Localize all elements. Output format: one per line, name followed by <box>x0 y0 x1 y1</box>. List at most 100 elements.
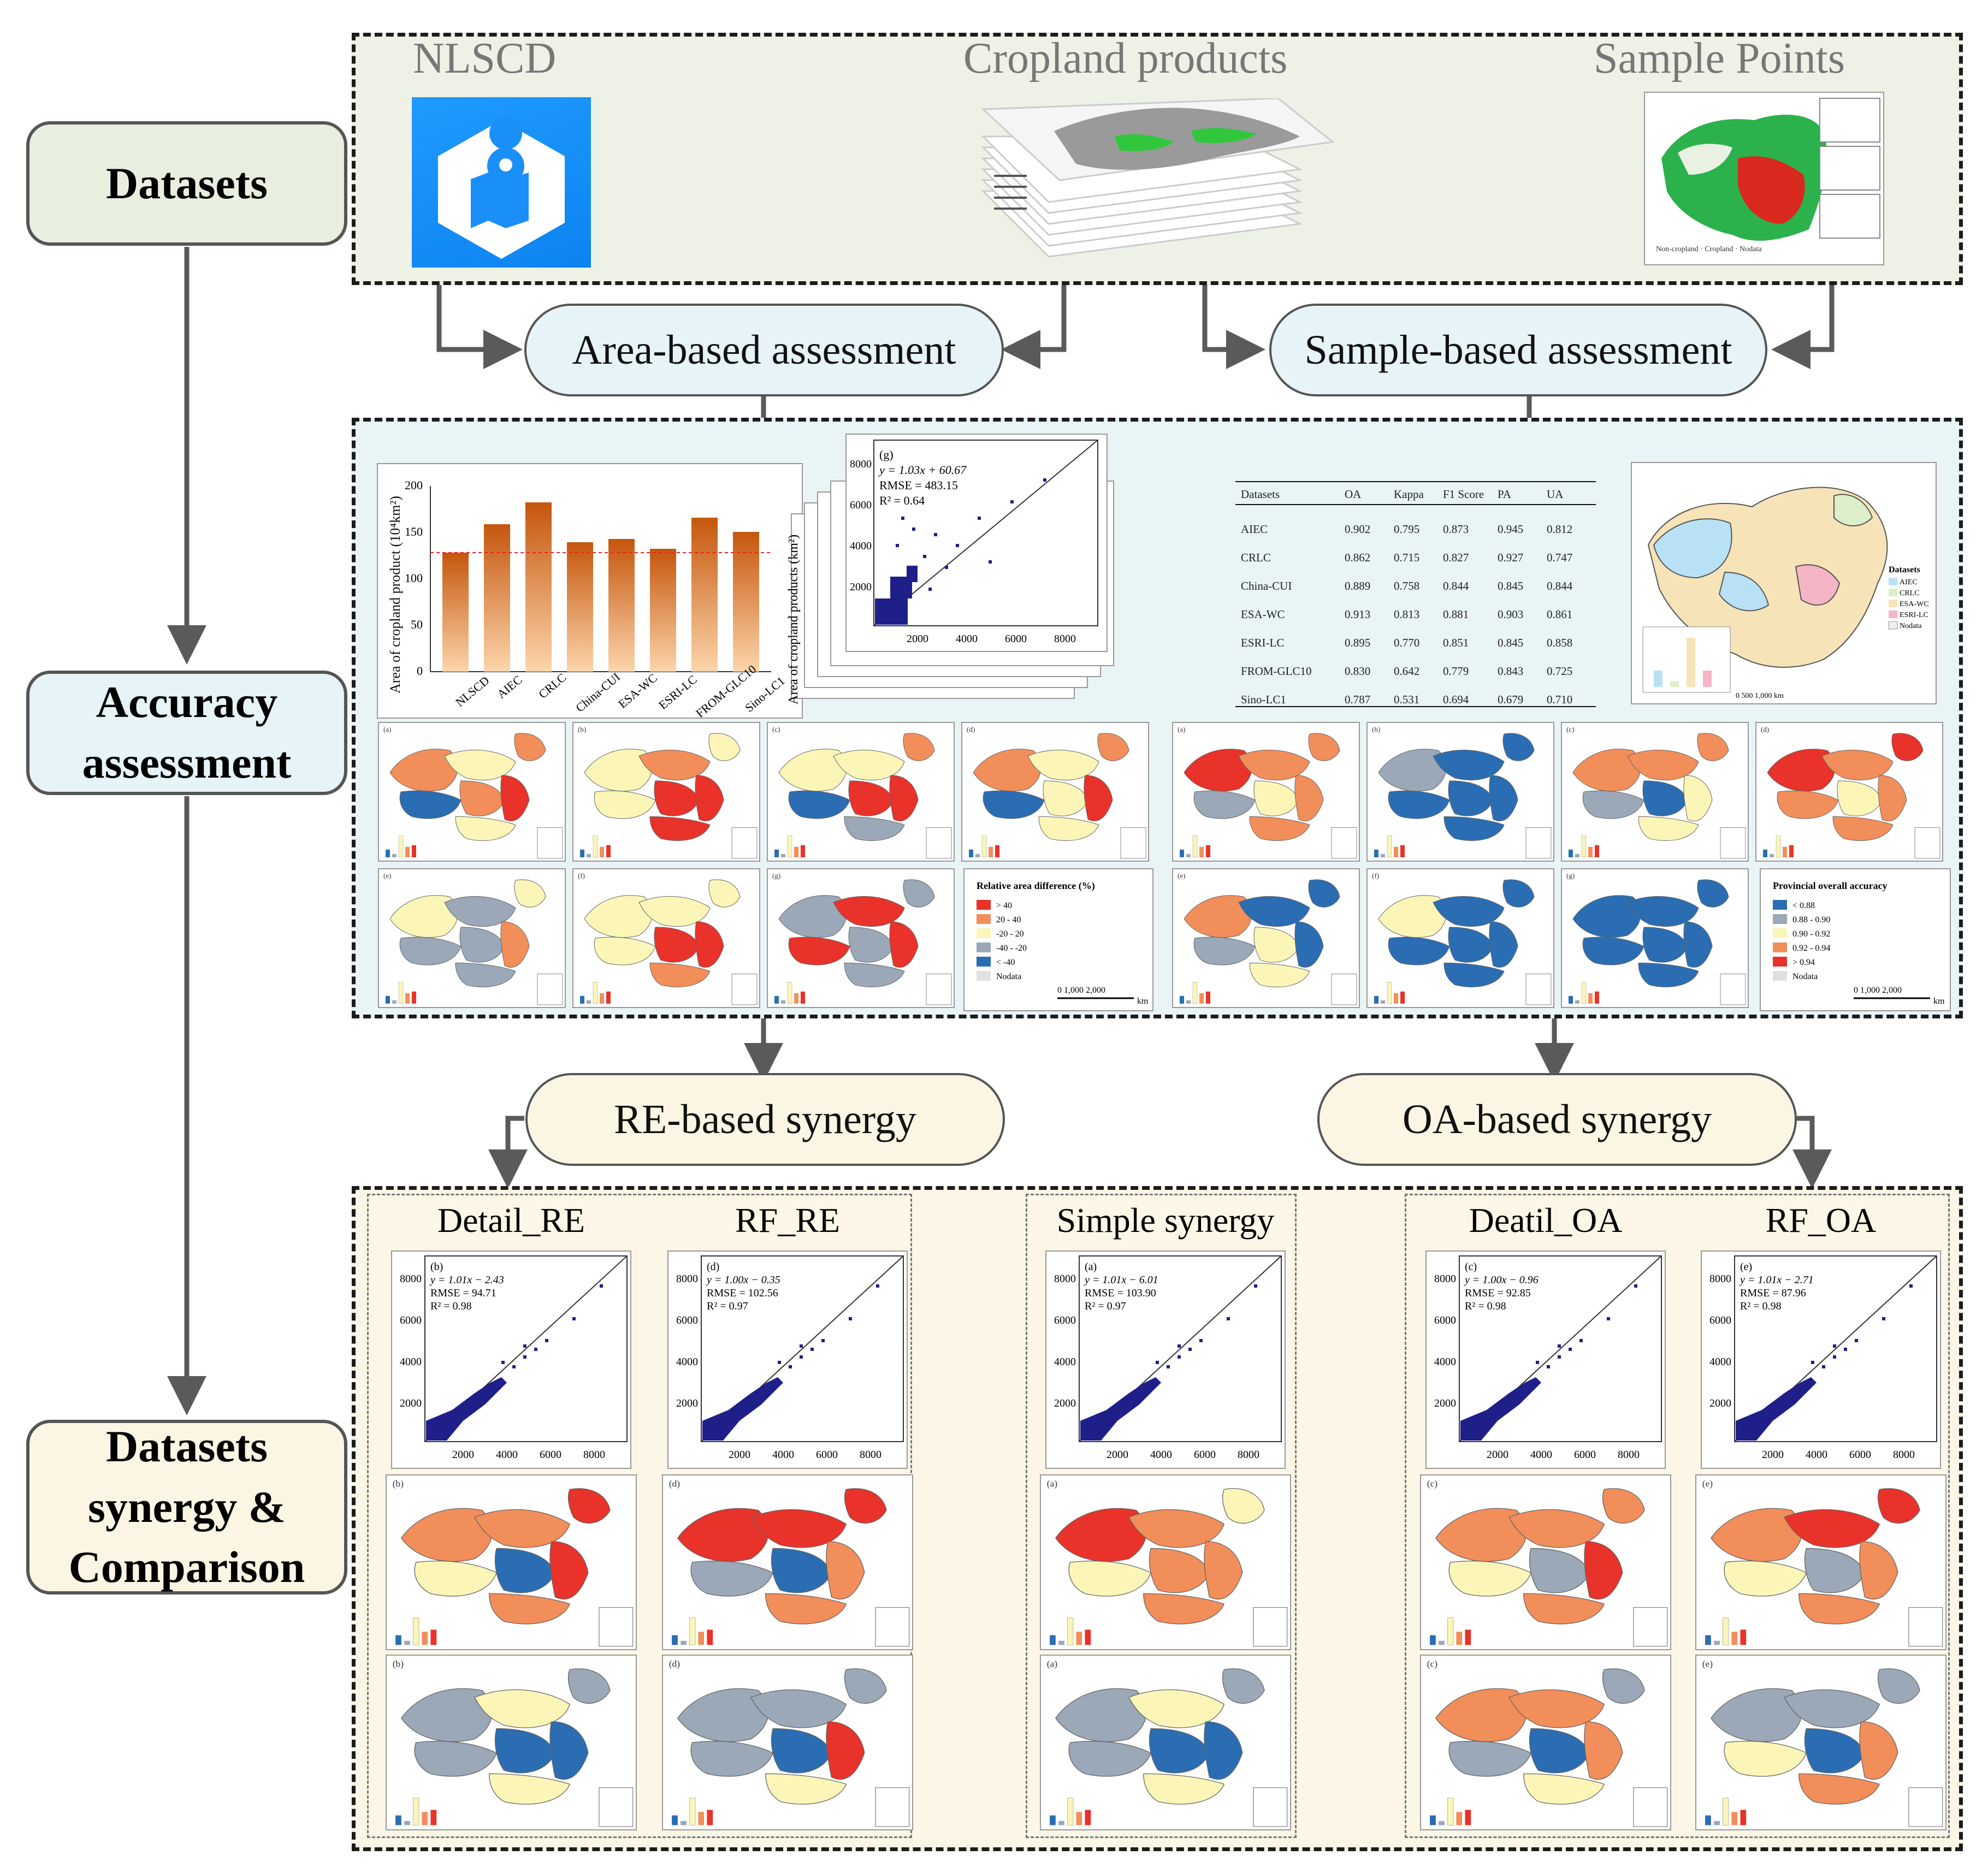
nlscd-app-icon <box>412 97 591 268</box>
table-cell: 0.845 <box>1498 636 1523 649</box>
synergy-scatter-eq: y = 1.00x − 0.35 <box>706 1274 780 1286</box>
area-based-assessment-node: Area-based assessment <box>524 304 1004 396</box>
table-cell: 0.844 <box>1443 579 1469 592</box>
re-map-grid: (a) (b) (c) <box>378 722 1153 1011</box>
re-province-map: (f) <box>572 868 760 1008</box>
synergy-ytick: 2000 <box>1054 1397 1076 1409</box>
stage-synergy-label-3: Comparison <box>68 1542 305 1592</box>
synergy-scatter-panel: (e) <box>1740 1261 1752 1273</box>
synergy-xtick: 8000 <box>1238 1449 1259 1461</box>
synergy-xtick: 4000 <box>772 1449 794 1461</box>
svg-text:(e): (e) <box>1702 1479 1713 1489</box>
synergy-ytick: 8000 <box>676 1273 698 1285</box>
synergy-xtick: 4000 <box>496 1449 518 1461</box>
synergy-re-map: (a) <box>1040 1474 1291 1650</box>
svg-text:Non-cropland · Cropland · Noda: Non-cropland · Cropland · Nodata <box>1656 245 1762 253</box>
re-legend-4: < -40 <box>996 958 1015 967</box>
re-legend-title: Relative area difference (%) <box>977 880 1095 892</box>
sample-points-title: Sample Points <box>1594 34 1845 82</box>
table-cell: 0.710 <box>1547 693 1572 706</box>
simple-synergy-group <box>1026 1194 1297 1838</box>
bar-chart-ylabel: Area of cropland product (10⁴km²) <box>387 496 403 694</box>
best-legend-2: ESA-WC <box>1900 600 1929 608</box>
synergy-scatter-rmse: RMSE = 94.71 <box>430 1287 496 1299</box>
re-synergy-label: RE-based synergy <box>614 1096 916 1142</box>
scatter-main-rmse: RMSE = 483.15 <box>879 478 958 492</box>
synergy-scatter-rmse: RMSE = 87.96 <box>1740 1287 1806 1299</box>
synergy-scatter-eq: y = 1.00x − 0.96 <box>1464 1274 1539 1286</box>
synergy-xtick: 2000 <box>1487 1449 1508 1461</box>
bar-esri-lc <box>650 549 676 672</box>
table-cell: 0.902 <box>1345 523 1370 536</box>
synergy-ytick: 2000 <box>1709 1397 1731 1409</box>
oa-legend-0: < 0.88 <box>1792 901 1815 910</box>
synergy-xtick: 6000 <box>816 1449 838 1461</box>
scatter-main-ylabel: Area of cropland products (km²) <box>781 535 801 715</box>
synergy-oa-map: (e) <box>1695 1655 1946 1830</box>
bar-china-cui <box>567 542 593 672</box>
sample-based-assessment-node: Sample-based assessment <box>1269 304 1767 396</box>
oa-legend-3: 0.92 - 0.94 <box>1792 944 1830 953</box>
table-cell: 0.770 <box>1394 636 1419 649</box>
best-map-scale: 0 500 1,000 km <box>1736 692 1784 700</box>
svg-text:(b): (b) <box>393 1659 404 1669</box>
svg-text:(a): (a) <box>383 725 391 733</box>
synergy-xtick: 8000 <box>860 1449 881 1461</box>
oa-legend-title: Provincial overall accuracy <box>1773 880 1888 891</box>
synergy-scatter-eq: y = 1.01x − 6.01 <box>1084 1274 1158 1286</box>
svg-text:0: 0 <box>417 664 423 678</box>
re-legend-unit: km <box>1137 997 1149 1006</box>
synergy-xtick: 4000 <box>1150 1449 1172 1461</box>
synergy-xtick: 2000 <box>1762 1449 1784 1461</box>
stage-accuracy-label-2: assessment <box>82 738 292 787</box>
synergy-scatter-r2: R² = 0.98 <box>1465 1300 1506 1312</box>
best-map-legend-title: Datasets <box>1889 565 1920 574</box>
synergy-xtick: 4000 <box>1530 1449 1552 1461</box>
table-cell: 0.830 <box>1345 665 1370 678</box>
svg-text:(d): (d) <box>669 1659 680 1669</box>
table-cell: 0.903 <box>1498 608 1523 621</box>
table-cell: 0.843 <box>1498 665 1523 678</box>
synergy-scatter-r2: R² = 0.97 <box>707 1300 748 1312</box>
synergy-scatter-plot: (b) y = 1.01x − 2.43 RMSE = 94.71 R² = 0… <box>391 1250 631 1469</box>
oa-legend-4: > 0.94 <box>1792 958 1815 967</box>
svg-text:(f): (f) <box>1372 872 1379 880</box>
synergy-scatter-rmse: RMSE = 103.90 <box>1085 1287 1156 1299</box>
bar-chart-svg: Area of cropland product (10⁴km²) 0 50 1… <box>387 478 788 720</box>
synergy-xtick: 2000 <box>452 1449 474 1461</box>
synergy-ytick: 2000 <box>676 1397 698 1409</box>
best-dataset-map: Datasets AIEC CRLC ESA-WC ESRI-LC Nodata… <box>1631 462 1937 704</box>
stage-synergy-label-1: Datasets <box>105 1421 268 1471</box>
svg-text:(d): (d) <box>669 1479 680 1489</box>
oa-legend-5: Nodata <box>1792 972 1818 981</box>
svg-text:(g): (g) <box>772 872 780 880</box>
scatter-main-ytick-2: 6000 <box>850 499 872 511</box>
synergy-scatter-panel: (b) <box>430 1261 443 1273</box>
svg-text:(b): (b) <box>1372 725 1380 733</box>
synergy-xtick: 4000 <box>1806 1449 1827 1461</box>
table-cell: 0.813 <box>1394 608 1419 621</box>
bar-cat-3: China-CUI <box>573 670 623 715</box>
bar-tick-100: 100 <box>405 571 423 585</box>
table-cell: 0.787 <box>1345 693 1370 706</box>
table-cell: 0.679 <box>1498 693 1523 706</box>
table-cell: 0.862 <box>1345 551 1370 564</box>
synergy-scatter-r2: R² = 0.98 <box>430 1300 472 1312</box>
synergy-column-title: Deatil_OA <box>1469 1201 1623 1240</box>
bar-cat-0: NLSCD <box>453 673 492 709</box>
table-cell: 0.895 <box>1345 636 1370 649</box>
svg-text:(c): (c) <box>1427 1479 1437 1489</box>
re-province-map: (c) <box>767 722 955 862</box>
oa-province-map: (d) <box>1755 722 1943 862</box>
re-legend-1: 20 - 40 <box>996 915 1021 924</box>
synergy-scatter-r2: R² = 0.97 <box>1085 1300 1126 1312</box>
re-legend-scale: 0 1,000 2,000 <box>1057 986 1105 995</box>
synergy-scatter-r2: R² = 0.98 <box>1740 1300 1782 1312</box>
synergy-scatter-plot: (e) y = 1.01x − 2.71 RMSE = 87.96 R² = 0… <box>1701 1250 1941 1469</box>
synergy-xtick: 2000 <box>729 1449 750 1461</box>
table-cell: 0.881 <box>1443 608 1469 621</box>
bar-esa-wc <box>608 539 635 672</box>
synergy-column-title: Simple synergy <box>1056 1201 1275 1240</box>
